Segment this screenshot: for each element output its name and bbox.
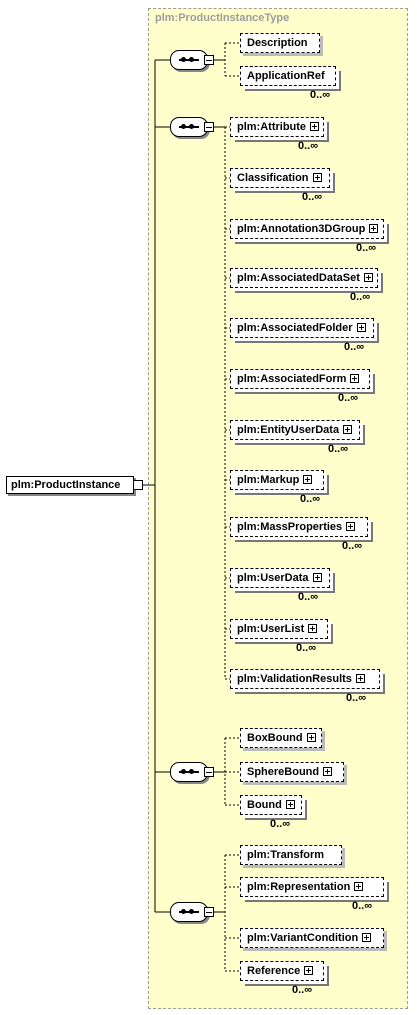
expand-icon[interactable] <box>354 882 364 891</box>
element-box[interactable]: plm:AssociatedForm <box>230 369 370 389</box>
element-box[interactable]: Bound <box>240 795 302 815</box>
sequence-compositor-2[interactable] <box>170 117 208 137</box>
element-label: plm:ValidationResults <box>237 673 352 685</box>
element-box[interactable]: ApplicationRef <box>240 66 336 86</box>
element-label: plm:EntityUserData <box>237 424 340 436</box>
root-element-label: plm:ProductInstance <box>11 479 121 491</box>
complex-type-title: plm:ProductInstanceType <box>155 12 290 24</box>
element-label: plm:Representation <box>247 881 351 893</box>
element-label: plm:UserData <box>237 572 309 584</box>
element-box[interactable]: plm:AssociatedDataSet <box>230 268 378 288</box>
expand-icon[interactable] <box>350 374 360 383</box>
element-label: Classification <box>237 172 309 184</box>
sequence-compositor-3[interactable] <box>170 762 208 782</box>
element-label: plm:AssociatedFolder <box>237 322 353 334</box>
expand-icon[interactable] <box>343 425 353 434</box>
sequence-compositor-1[interactable] <box>170 50 208 70</box>
expand-icon[interactable] <box>369 224 379 233</box>
element-label: plm:MassProperties <box>237 521 343 533</box>
collapse-icon[interactable] <box>204 907 214 917</box>
element-label: plm:Markup <box>237 474 300 486</box>
element-label: SphereBound <box>247 766 320 778</box>
element-label: plm:AssociatedForm <box>237 373 347 385</box>
sequence-icon <box>179 124 199 129</box>
occurrence-label: 0..∞ <box>310 89 331 101</box>
collapse-icon[interactable] <box>133 480 143 490</box>
occurrence-label: 0..∞ <box>298 591 319 603</box>
element-box[interactable]: plm:MassProperties <box>230 517 368 537</box>
occurrence-label: 0..∞ <box>346 692 367 704</box>
element-label: Bound <box>247 799 282 811</box>
occurrence-label: 0..∞ <box>344 341 365 353</box>
expand-icon[interactable] <box>362 933 372 942</box>
element-box[interactable]: plm:VariantCondition <box>240 928 384 948</box>
sequence-icon <box>179 57 199 62</box>
occurrence-label: 0..∞ <box>302 191 323 203</box>
occurrence-label: 0..∞ <box>356 242 377 254</box>
expand-icon[interactable] <box>285 800 295 809</box>
expand-icon[interactable] <box>312 173 322 182</box>
expand-icon[interactable] <box>356 323 366 332</box>
element-box[interactable]: Reference <box>240 961 324 981</box>
element-label: plm:Attribute <box>237 121 307 133</box>
element-box[interactable]: Classification <box>230 168 330 188</box>
collapse-icon[interactable] <box>204 55 214 65</box>
element-box[interactable]: plm:Transform <box>240 845 342 865</box>
expand-icon[interactable] <box>310 122 320 131</box>
element-label: Description <box>247 37 308 49</box>
expand-icon[interactable] <box>323 767 333 776</box>
occurrence-label: 0..∞ <box>292 984 313 996</box>
expand-icon[interactable] <box>304 966 314 975</box>
root-element-box[interactable]: plm:ProductInstance <box>6 476 134 494</box>
element-box[interactable]: BoxBound <box>240 728 322 748</box>
element-label: Reference <box>247 965 301 977</box>
element-box[interactable]: plm:UserData <box>230 568 330 588</box>
occurrence-label: 0..∞ <box>296 642 317 654</box>
element-label: plm:AssociatedDataSet <box>237 272 360 284</box>
occurrence-label: 0..∞ <box>342 540 363 552</box>
sequence-icon <box>179 769 199 774</box>
element-label: plm:UserList <box>237 623 305 635</box>
occurrence-label: 0..∞ <box>338 392 359 404</box>
element-box[interactable]: plm:EntityUserData <box>230 420 360 440</box>
occurrence-label: 0..∞ <box>328 443 349 455</box>
element-box[interactable]: SphereBound <box>240 762 344 782</box>
element-label: BoxBound <box>247 732 303 744</box>
sequence-compositor-4[interactable] <box>170 902 208 922</box>
occurrence-label: 0..∞ <box>352 900 373 912</box>
element-label: plm:Annotation3DGroup <box>237 223 366 235</box>
expand-icon[interactable] <box>306 733 316 742</box>
collapse-icon[interactable] <box>204 767 214 777</box>
element-box[interactable]: plm:Annotation3DGroup <box>230 219 384 239</box>
expand-icon[interactable] <box>312 573 322 582</box>
expand-icon[interactable] <box>355 674 365 683</box>
sequence-icon <box>179 909 199 914</box>
collapse-icon[interactable] <box>204 122 214 132</box>
element-box[interactable]: plm:AssociatedFolder <box>230 318 374 338</box>
element-label: plm:VariantCondition <box>247 932 359 944</box>
occurrence-label: 0..∞ <box>298 140 319 152</box>
element-box[interactable]: plm:UserList <box>230 619 328 639</box>
expand-icon[interactable] <box>363 273 373 282</box>
occurrence-label: 0..∞ <box>300 493 321 505</box>
element-box[interactable]: plm:Markup <box>230 470 324 490</box>
element-box[interactable]: plm:Attribute <box>230 117 324 137</box>
element-label: plm:Transform <box>247 849 325 861</box>
expand-icon[interactable] <box>303 475 313 484</box>
expand-icon[interactable] <box>346 522 356 531</box>
element-box[interactable]: plm:Representation <box>240 877 384 897</box>
occurrence-label: 0..∞ <box>270 818 291 830</box>
element-box[interactable]: Description <box>240 33 320 53</box>
expand-icon[interactable] <box>308 624 318 633</box>
element-label: ApplicationRef <box>247 70 325 82</box>
occurrence-label: 0..∞ <box>350 291 371 303</box>
element-box[interactable]: plm:ValidationResults <box>230 669 380 689</box>
